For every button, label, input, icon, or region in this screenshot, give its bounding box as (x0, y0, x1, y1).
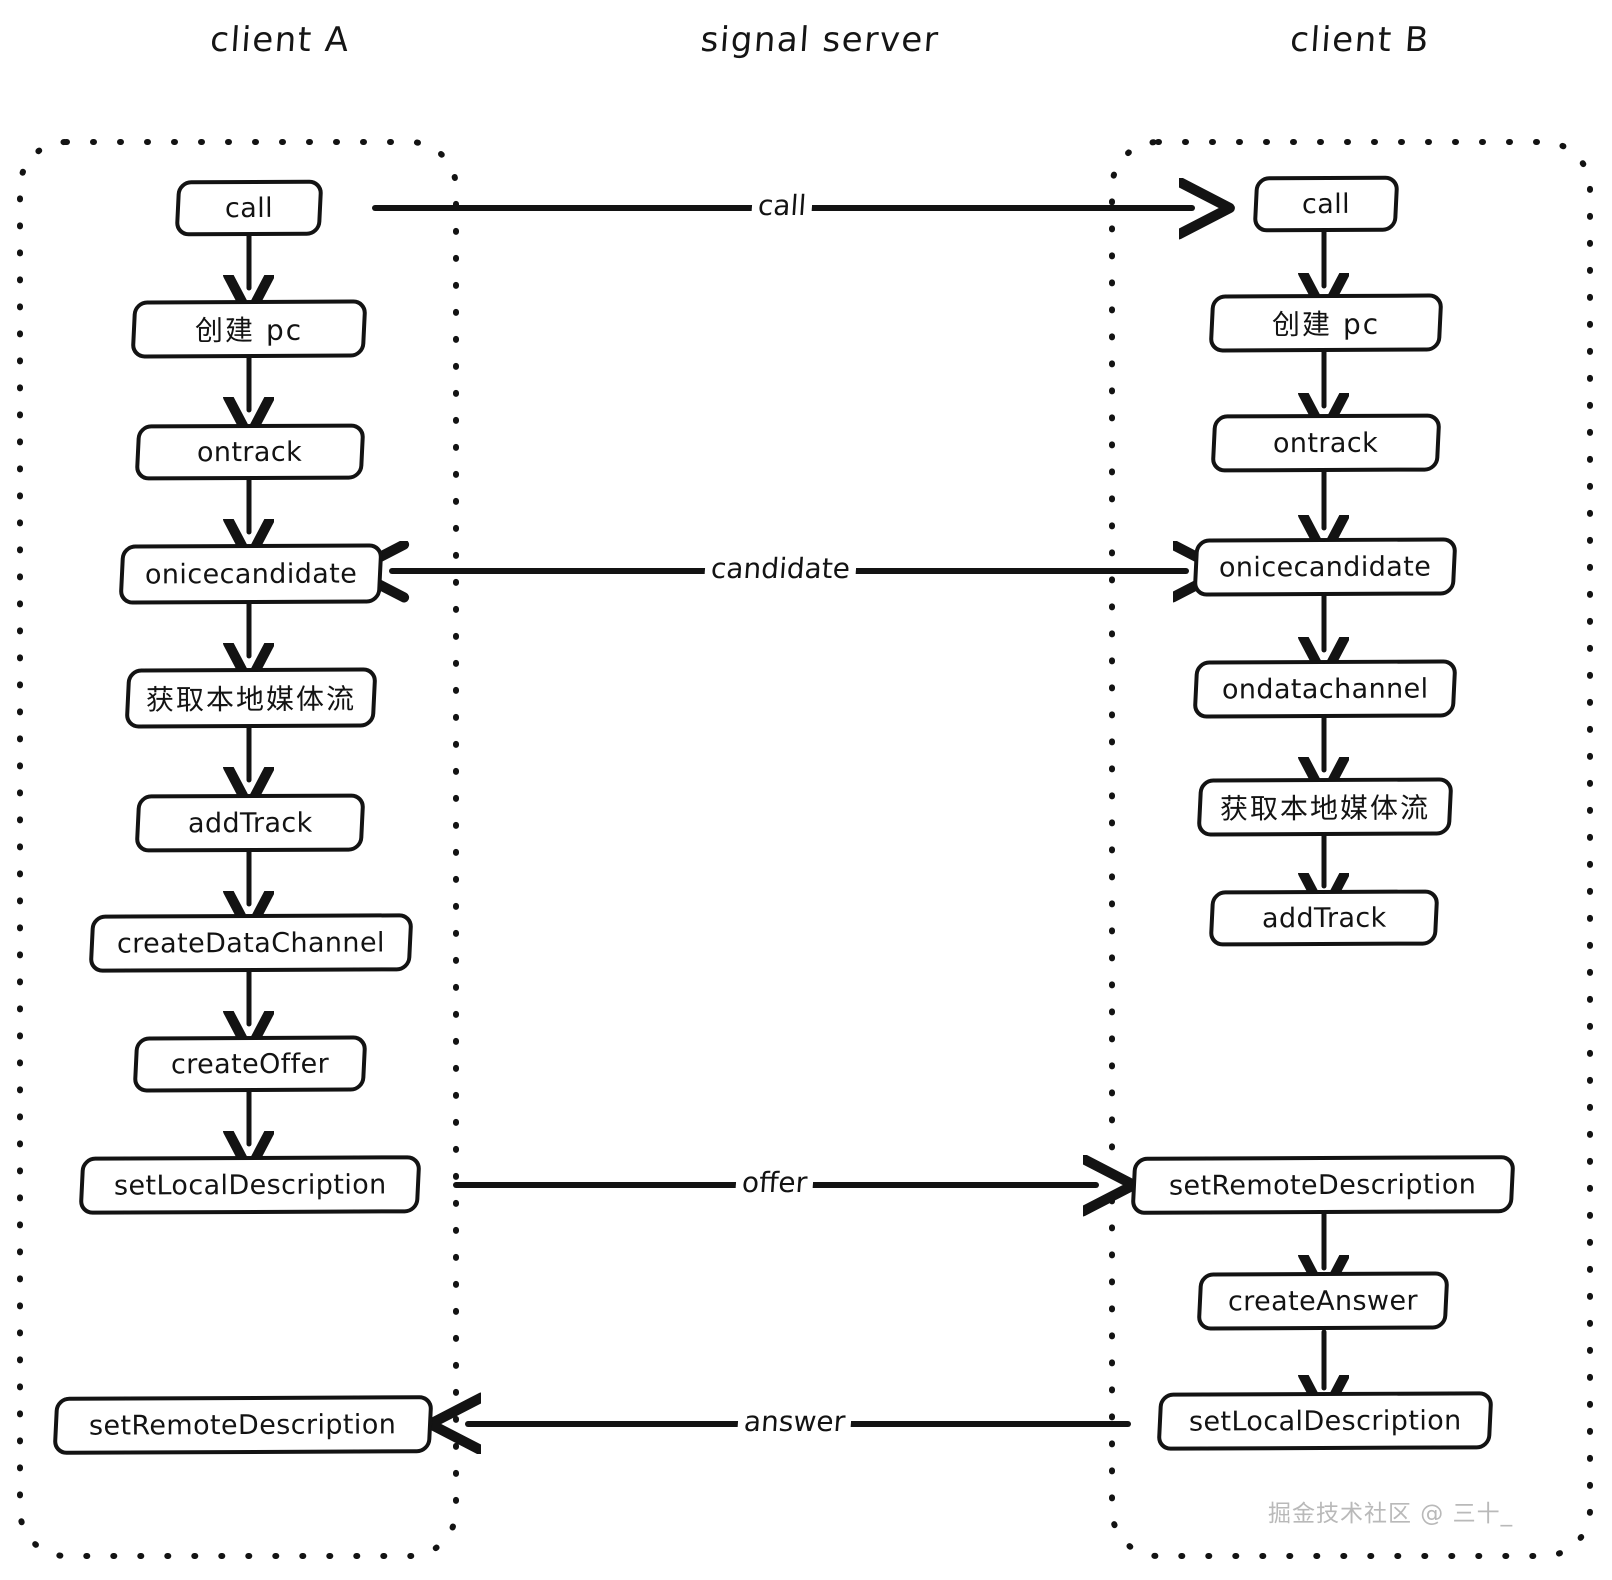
node-a-setremotedescription-label: setRemoteDescription (89, 1408, 397, 1442)
node-b-addtrack-label: addTrack (1261, 902, 1387, 934)
cross-edge-label-offer: offer (735, 1166, 815, 1199)
node-a-setlocaldescription[interactable]: setLocalDescription (78, 1155, 422, 1215)
node-b-call[interactable]: call (1252, 175, 1400, 233)
node-b-createanswer-label: createAnswer (1227, 1285, 1419, 1317)
watermark: 掘金技术社区 @ 三十_ (1268, 1501, 1514, 1527)
node-a-addtrack-label: addTrack (187, 807, 313, 839)
node-b-call-label: call (1301, 188, 1351, 220)
node-a-create-pc-label: 创建 pc (194, 313, 304, 348)
node-b-setremotedescription[interactable]: setRemoteDescription (1130, 1155, 1516, 1215)
node-b-setlocaldescription-label: setLocalDescription (1188, 1404, 1462, 1438)
node-b-onicecandidate[interactable]: onicecandidate (1192, 537, 1458, 597)
node-b-onicecandidate-label: onicecandidate (1218, 551, 1432, 583)
node-a-get-local-media[interactable]: 获取本地媒体流 (124, 667, 378, 729)
cross-edge-label-candidate: candidate (704, 552, 857, 585)
node-a-createdatachannel-label: createDataChannel (116, 926, 386, 960)
client-a-container (17, 139, 459, 1559)
cross-edge-label-answer: answer (737, 1405, 853, 1438)
node-b-ondatachannel-label: ondatachannel (1221, 673, 1429, 705)
node-b-ondatachannel[interactable]: ondatachannel (1192, 659, 1458, 719)
node-a-addtrack[interactable]: addTrack (134, 793, 366, 853)
node-a-setlocaldescription-label: setLocalDescription (113, 1168, 387, 1202)
node-a-call-label: call (224, 192, 274, 224)
node-a-onicecandidate[interactable]: onicecandidate (118, 543, 384, 605)
node-a-create-pc[interactable]: 创建 pc (130, 299, 368, 359)
node-a-call[interactable]: call (174, 179, 324, 237)
node-a-setremotedescription[interactable]: setRemoteDescription (52, 1395, 434, 1455)
node-b-get-local-media[interactable]: 获取本地媒体流 (1196, 777, 1454, 837)
node-a-createoffer[interactable]: createOffer (132, 1035, 368, 1093)
node-a-get-local-media-label: 获取本地媒体流 (145, 682, 357, 717)
node-b-setremotedescription-label: setRemoteDescription (1169, 1168, 1477, 1202)
node-b-setlocaldescription[interactable]: setLocalDescription (1156, 1391, 1494, 1451)
node-b-addtrack[interactable]: addTrack (1208, 889, 1440, 947)
node-b-ontrack-label: ontrack (1273, 427, 1379, 459)
node-b-get-local-media-label: 获取本地媒体流 (1219, 791, 1431, 826)
node-a-createoffer-label: createOffer (170, 1048, 330, 1080)
node-a-ontrack[interactable]: ontrack (134, 423, 366, 481)
node-a-onicecandidate-label: onicecandidate (144, 558, 358, 590)
node-b-create-pc-label: 创建 pc (1271, 307, 1381, 342)
client-b-container (1109, 139, 1593, 1559)
node-b-createanswer[interactable]: createAnswer (1196, 1271, 1450, 1331)
node-a-createdatachannel[interactable]: createDataChannel (88, 913, 414, 973)
node-b-ontrack[interactable]: ontrack (1210, 413, 1442, 473)
node-a-ontrack-label: ontrack (197, 436, 303, 468)
node-b-create-pc[interactable]: 创建 pc (1208, 293, 1444, 353)
cross-edge-label-call: call (751, 189, 814, 222)
